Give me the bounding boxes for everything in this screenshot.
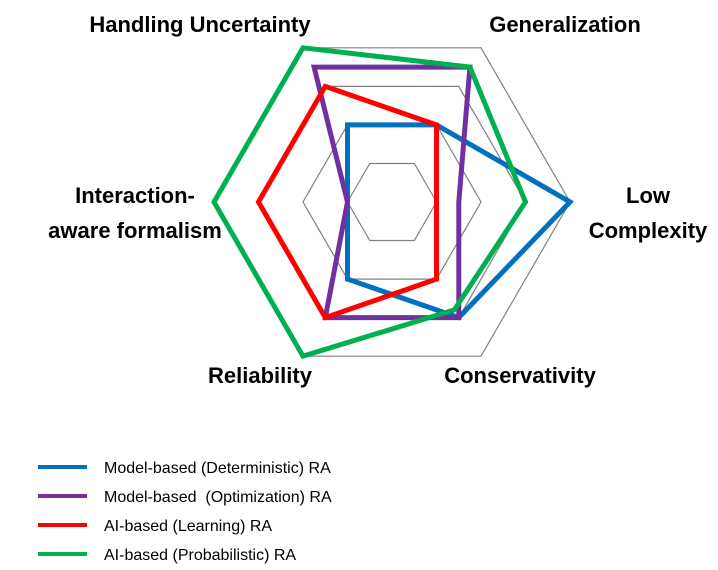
legend-label-4: AI-based (Probabilistic) RA [104, 547, 296, 564]
axis-label-low-complexity-line-1: Low [626, 183, 671, 208]
axis-label-low-complexity-line-2: Complexity [589, 218, 708, 243]
axis-label-interaction-aware-formalism-line-2: aware formalism [48, 218, 222, 243]
chart-legend: Model-based (Deterministic) RA Model-base… [38, 460, 332, 564]
series-polygon-3 [255, 83, 439, 321]
chart-grid [213, 47, 571, 357]
axis-label-interaction-aware-formalism-line-1: Interaction- [75, 183, 195, 208]
axis-label-reliability: Reliability [208, 363, 313, 388]
chart-series [211, 45, 575, 360]
grid-ring-3 [257, 85, 527, 319]
grid-ring-4 [213, 47, 571, 357]
legend-label-3: AI-based (Learning) RA [104, 518, 272, 535]
legend-label-2: Model-based (Optimization) RA [104, 489, 332, 506]
axis-label-conservativity: Conservativity [444, 363, 596, 388]
series-polygon-2 [310, 64, 473, 321]
grid-ring-1 [346, 162, 438, 242]
axis-label-handling-uncertainty: Handling Uncertainty [89, 12, 311, 37]
axis-labels: Handling Uncertainty GeneralizationLowCom… [48, 12, 708, 388]
axis-label-generalization: Generalization [489, 12, 641, 37]
series-polygon-4 [211, 45, 529, 360]
legend-label-1: Model-based (Deterministic) RA [104, 460, 331, 477]
grid-ring-2 [302, 124, 482, 280]
